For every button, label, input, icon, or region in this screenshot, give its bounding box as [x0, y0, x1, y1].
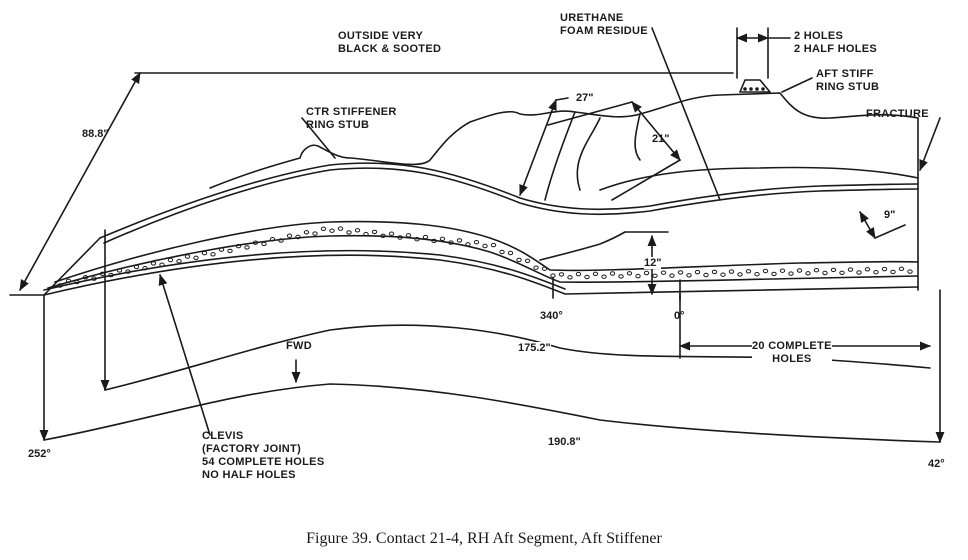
dim-label-190-8: 190.8" — [548, 436, 581, 448]
label-aft-stiff: AFT STIFF RING STUB — [816, 68, 879, 94]
figure-caption: Figure 39. Contact 21-4, RH Aft Segment,… — [306, 530, 662, 547]
angle-label-340: 340° — [540, 310, 563, 322]
label-holes-line1: 2 HOLES — [794, 30, 844, 42]
dim-label-88-8: 88.8" — [82, 128, 109, 140]
label-aft-stiff-line2: RING STUB — [816, 81, 880, 93]
segment-bottom-edge-inner — [43, 249, 566, 291]
dim-label-21: 21" — [652, 133, 670, 145]
label-clevis-line4: NO HALF HOLES — [202, 469, 296, 481]
dim-label-27: 27" — [576, 92, 594, 104]
angle-label-252: 252° — [28, 448, 51, 460]
urethane-leader — [651, 27, 721, 201]
label-outside-line1: OUTSIDE VERY — [338, 30, 424, 42]
label-ctr-stiffener: CTR STIFFENER RING STUB — [306, 106, 397, 132]
fracture-leader — [919, 117, 941, 172]
label-outside-sooted: OUTSIDE VERY BLACK & SOOTED — [338, 30, 441, 56]
label-clevis: CLEVIS (FACTORY JOINT) 54 COMPLETE HOLES… — [202, 430, 324, 482]
label-outside-line2: BLACK & SOOTED — [338, 43, 442, 55]
flange-upper-edge — [54, 220, 919, 283]
label-clevis-line2: (FACTORY JOINT) — [202, 443, 302, 455]
dim-label-9: 9" — [884, 209, 896, 221]
clevis-leader — [158, 273, 211, 436]
segment-bottom-edge — [43, 254, 919, 296]
label-holes: 2 HOLES 2 HALF HOLES — [794, 30, 877, 56]
fracture-interior-line-a — [576, 117, 601, 191]
angle-label-42: 42° — [928, 458, 945, 470]
label-fracture: FRACTURE — [866, 108, 929, 120]
fracture-interior-line-c — [599, 166, 919, 191]
fracture-interior-line-d — [634, 113, 641, 161]
dim-27-ext — [555, 97, 569, 101]
label-complete-holes-line1: 20 COMPLETE — [752, 340, 832, 352]
segment-top-edge-inner — [103, 167, 919, 244]
ctr-stiffener-leader — [301, 117, 336, 159]
flange-recess — [539, 231, 626, 261]
label-clevis-line3: 54 COMPLETE HOLES — [202, 456, 325, 468]
dim-label-12: 12" — [644, 257, 662, 269]
label-complete-holes-line2: HOLES — [772, 353, 812, 365]
label-urethane: URETHANE FOAM RESIDUE — [560, 12, 648, 38]
dim-9-line — [859, 211, 876, 239]
label-urethane-line2: FOAM RESIDUE — [560, 25, 648, 37]
dim-21-ext-a — [547, 101, 633, 126]
dim-label-175-2: 175.2" — [518, 342, 551, 354]
label-fwd: FWD — [286, 340, 312, 352]
label-urethane-line1: URETHANE — [560, 12, 624, 24]
dim-88-8-line — [19, 72, 141, 291]
dim-27-line — [519, 98, 557, 197]
label-ctr-stiffener-line2: RING STUB — [306, 119, 370, 131]
dim-9-ext — [874, 224, 906, 239]
angle-label-0: 0° — [674, 310, 685, 322]
dim-190-8-curve — [43, 383, 941, 443]
aft-stub-leader — [781, 77, 813, 93]
label-ctr-stiffener-line1: CTR STIFFENER — [306, 106, 397, 118]
dim-21-line — [631, 101, 681, 161]
label-complete-holes: 20 COMPLETE HOLES — [752, 340, 832, 366]
segment-top-edge — [99, 162, 919, 239]
aft-stiff-ring-stub-body — [739, 79, 771, 93]
dim-21-ext-b — [611, 159, 681, 201]
label-clevis-line1: CLEVIS — [202, 430, 244, 442]
fractured-upper-profile — [209, 92, 919, 189]
label-aft-stiff-line1: AFT STIFF — [816, 68, 874, 80]
label-holes-line2: 2 HALF HOLES — [794, 43, 878, 55]
